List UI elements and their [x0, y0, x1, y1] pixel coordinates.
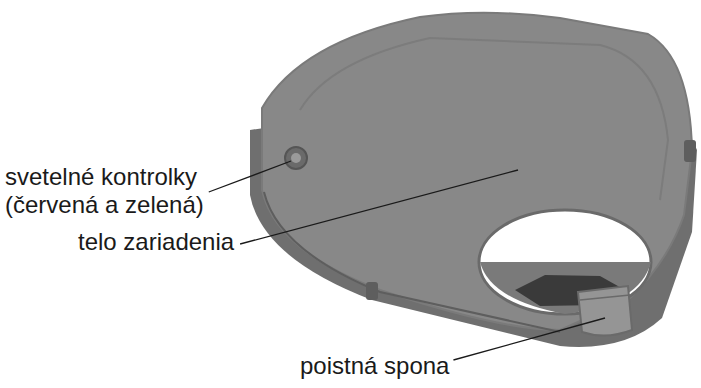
leader-line — [209, 161, 291, 192]
clip-edge — [580, 295, 630, 300]
locking-clip — [578, 286, 632, 336]
hinge — [366, 282, 378, 300]
indicator-label: svetelné kontrolky (červená a zelená) — [5, 163, 257, 219]
lid-panel — [300, 38, 668, 200]
leader-line — [453, 318, 605, 360]
leader-line — [240, 170, 518, 244]
indicator-lens — [291, 153, 301, 163]
part-label: telo zariadenia — [78, 228, 234, 256]
hinge — [684, 140, 696, 162]
indicator-lights — [285, 147, 307, 169]
part-label: poistná spona — [300, 352, 449, 380]
lid-top — [262, 13, 692, 330]
